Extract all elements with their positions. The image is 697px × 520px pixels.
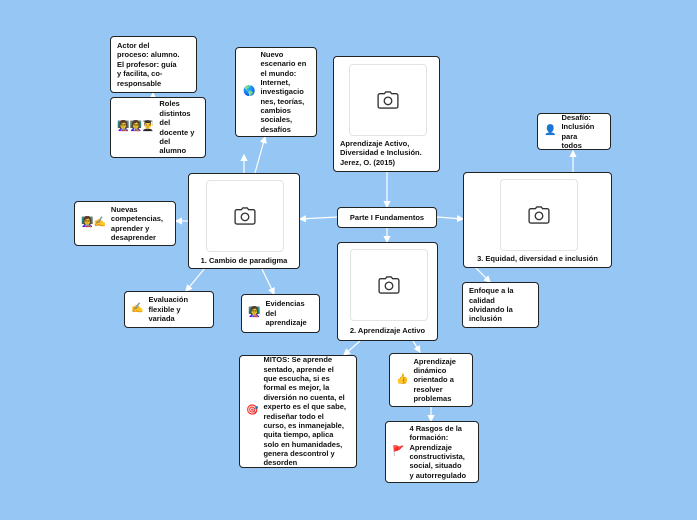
competencies-label: Nuevas competencias, aprender y desapren… [110,204,164,242]
central-topic-label: Parte I Fundamentos [349,213,425,222]
teacher-icon: 👩‍🏫 [248,307,261,319]
camera-icon [234,207,256,225]
scenario-node[interactable]: 🌎 Nuevo escenario en el mundo: Internet,… [235,47,317,137]
equity-node[interactable]: 3. Equidad, diversidad e inclusión [463,172,612,268]
actor-label: Actor del proceso: alumno. El profesor: … [117,41,180,88]
traits-node[interactable]: 🚩 4 Rasgos de la formación: Aprendizaje … [385,421,479,483]
challenge-node[interactable]: 👤 Desafío: Inclusión para todos [537,113,611,150]
myths-label: MITOS: Se aprende sentado, aprende el qu… [263,355,346,468]
quality-focus-node[interactable]: Enfoque a la calidad olvidando la inclus… [462,282,539,328]
competencies-node[interactable]: 👩‍🏫✍️ Nuevas competencias, aprender y de… [74,201,176,246]
flag-icon: 🚩 [392,445,405,457]
thumbs-up-icon: 👍 [396,373,409,385]
teacher-writing-icon: 👩‍🏫✍️ [81,217,106,229]
actor-node[interactable]: Actor del proceso: alumno. El profesor: … [110,36,197,93]
image-placeholder [350,249,428,321]
scenario-label: Nuevo escenario en el mundo: Internet, i… [260,49,307,134]
dynamic-learning-label: Aprendizaje dinámico orientado a resolve… [413,356,456,404]
traits-label: 4 Rasgos de la formación: Aprendizaje co… [409,423,467,480]
evidence-node[interactable]: 👩‍🏫 Evidencias del aprendizaje [241,294,320,333]
globe-icon: 🌎 [243,85,256,97]
equity-label: 3. Equidad, diversidad e inclusión [477,254,598,263]
image-placeholder [206,180,284,252]
roles-label: Roles distintos del docente y del alumno [159,99,195,156]
challenge-label: Desafío: Inclusión para todos [561,112,595,150]
camera-icon [378,276,400,294]
writing-hand-icon: ✍️ [131,303,144,315]
target-icon: 🎯 [246,405,259,417]
active-learning-label: 2. Aprendizaje Activo [349,326,426,335]
teachers-student-icon: 👩‍🏫👩‍🏫👨‍🎓 [117,121,155,133]
myths-node[interactable]: 🎯 MITOS: Se aprende sentado, aprende el … [239,355,357,468]
image-placeholder [349,64,427,136]
evaluation-node[interactable]: ✍️ Evaluación flexible y variada [124,291,214,328]
paradigm-label: 1. Cambio de paradigma [200,256,288,265]
camera-icon [528,206,550,224]
evidence-label: Evidencias del aprendizaje [265,299,307,328]
dynamic-learning-node[interactable]: 👍 Aprendizaje dinámico orientado a resol… [389,353,473,407]
central-topic-node[interactable]: Parte I Fundamentos [337,207,437,228]
quality-focus-label: Enfoque a la calidad olvidando la inclus… [469,286,514,324]
person-silhouette-icon: 👤 [544,125,557,137]
paradigm-node[interactable]: 1. Cambio de paradigma [188,173,300,269]
book-label: Aprendizaje Activo, Diversidad e Inclusi… [340,139,422,167]
book-node[interactable]: Aprendizaje Activo, Diversidad e Inclusi… [333,56,440,172]
roles-node[interactable]: 👩‍🏫👩‍🏫👨‍🎓 Roles distintos del docente y … [110,97,206,158]
camera-icon [377,91,399,109]
image-placeholder [500,179,578,251]
active-learning-node[interactable]: 2. Aprendizaje Activo [337,242,438,341]
evaluation-label: Evaluación flexible y variada [148,295,189,324]
